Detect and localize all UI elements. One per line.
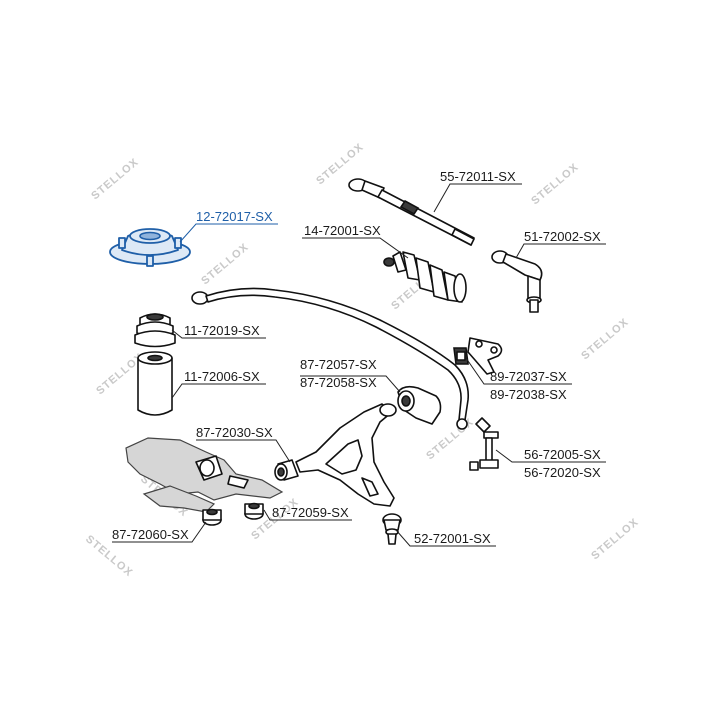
subframe <box>125 437 284 513</box>
part-number-label[interactable]: 56-72005-SX <box>524 447 601 462</box>
leader-lines <box>112 183 606 547</box>
part-number-label[interactable]: 11-72019-SX <box>184 323 260 338</box>
lower-arm-bushing-rear[interactable] <box>397 385 442 425</box>
watermark: STELLOX <box>579 316 631 362</box>
stabilizer-link[interactable] <box>469 417 499 471</box>
watermark: STELLOX <box>89 156 141 202</box>
watermark: STELLOX <box>529 161 581 207</box>
part-number-label[interactable]: 87-72060-SX <box>112 527 189 542</box>
leader-line <box>395 529 496 547</box>
watermark: STELLOX <box>199 241 251 287</box>
inner-tie-rod[interactable] <box>348 178 475 246</box>
part-number-label[interactable]: 11-72006-SX <box>184 369 260 384</box>
leader-line <box>196 439 291 463</box>
leader-line <box>171 329 266 339</box>
leader-line <box>433 183 522 213</box>
ball-joint[interactable] <box>382 513 402 545</box>
leader-line <box>300 375 401 393</box>
part-number-label[interactable]: 12-72017-SX <box>196 209 273 224</box>
lower-control-arm <box>295 403 397 507</box>
subframe-mount[interactable] <box>202 508 222 526</box>
lower-arm-bushing-front[interactable] <box>274 459 299 481</box>
part-number-label[interactable]: 87-72059-SX <box>272 505 349 520</box>
bump-stop[interactable] <box>134 313 176 348</box>
watermark-text: STELLOX <box>529 161 581 207</box>
stabilizer-bar <box>191 287 470 430</box>
watermark-text: STELLOX <box>579 316 631 362</box>
stabilizer-bushing[interactable] <box>453 337 503 375</box>
steering-rack-boot[interactable] <box>383 251 467 303</box>
part-number-label[interactable]: 51-72002-SX <box>524 229 601 244</box>
leader-line <box>495 449 606 463</box>
part-number-label[interactable]: 52-72001-SX <box>414 531 491 546</box>
part-number-label[interactable]: 87-72030-SX <box>196 425 273 440</box>
leader-line <box>171 383 266 399</box>
watermark-text: STELLOX <box>199 241 251 287</box>
dust-boot[interactable] <box>137 351 173 416</box>
leader-line <box>263 509 352 521</box>
tie-rod-end[interactable] <box>491 250 543 313</box>
leader-line <box>515 243 606 259</box>
part-labels: 12-72017-SX 55-72011-SX 14-72001-SX 51-7… <box>112 169 601 546</box>
part-number-label[interactable]: 87-72057-SX <box>300 357 377 372</box>
part-number-label[interactable]: 14-72001-SX <box>304 223 381 238</box>
part-number-label[interactable]: 89-72038-SX <box>490 387 567 402</box>
part-number-label[interactable]: 87-72058-SX <box>300 375 377 390</box>
part-number-label[interactable]: 55-72011-SX <box>440 169 516 184</box>
part-number-label[interactable]: 56-72020-SX <box>524 465 601 480</box>
watermark-text: STELLOX <box>589 516 641 562</box>
leader-line <box>179 223 278 243</box>
watermark: STELLOX <box>589 516 641 562</box>
leader-line <box>465 357 572 385</box>
strut-mount[interactable] <box>109 228 191 267</box>
subframe-mount-rear[interactable] <box>244 502 264 520</box>
part-number-label[interactable]: 89-72037-SX <box>490 369 567 384</box>
leader-line <box>302 237 409 259</box>
leader-line <box>112 521 207 543</box>
watermark-text: STELLOX <box>89 156 141 202</box>
